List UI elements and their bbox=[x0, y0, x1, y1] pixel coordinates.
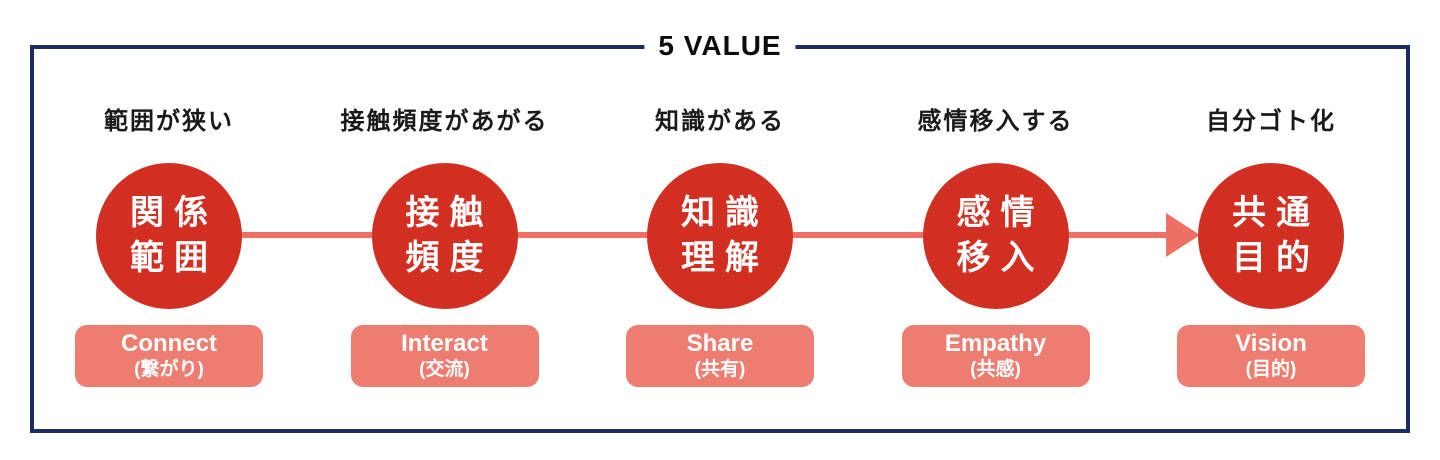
circle-text-line: 関係 bbox=[130, 194, 218, 232]
circle-text-line: 目的 bbox=[1232, 239, 1320, 277]
step-column-5: 自分ゴト化 共通 目的 Vision (目的) bbox=[1176, 49, 1366, 429]
circle-text-line: 頻度 bbox=[405, 239, 494, 277]
step-column-3: 知識がある 知識 理解 Share (共有) bbox=[625, 49, 815, 429]
step-badge: Empathy (共感) bbox=[901, 325, 1090, 387]
circle-text-line: 移入 bbox=[956, 239, 1045, 277]
badge-japanese-label: (繋がり) bbox=[134, 359, 204, 380]
step-circle: 感情 移入 bbox=[922, 163, 1069, 309]
step-column-2: 接触頻度があがる 接触 頻度 Interact (交流) bbox=[341, 49, 547, 429]
step-badge: Vision (目的) bbox=[1177, 325, 1365, 387]
circle-text-line: 範囲 bbox=[130, 239, 218, 277]
badge-japanese-label: (交流) bbox=[419, 359, 470, 380]
step-circle: 共通 目的 bbox=[1198, 163, 1344, 309]
step-condition-label: 範囲が狭い bbox=[104, 108, 234, 135]
diagram-frame: 5 VALUE 範囲が狭い 関係 範囲 Connect (繋がり) 接触頻度があ… bbox=[30, 27, 1410, 433]
step-column-1: 範囲が狭い 関係 範囲 Connect (繋がり) bbox=[74, 49, 264, 429]
step-condition-label: 感情移入する bbox=[917, 108, 1074, 135]
circle-text-line: 接触 bbox=[405, 194, 494, 232]
badge-english-label: Empathy bbox=[944, 330, 1047, 357]
step-circle: 関係 範囲 bbox=[96, 163, 242, 309]
step-badge: Connect (繋がり) bbox=[75, 325, 263, 387]
circle-text-line: 感情 bbox=[956, 194, 1045, 232]
badge-japanese-label: (共感) bbox=[970, 359, 1021, 380]
diagram-title: 5 VALUE bbox=[644, 27, 796, 65]
badge-english-label: Interact bbox=[401, 330, 488, 357]
badge-japanese-label: (目的) bbox=[1245, 359, 1297, 380]
steps-row: 範囲が狭い 関係 範囲 Connect (繋がり) 接触頻度があがる 接触 頻度… bbox=[34, 49, 1406, 429]
badge-english-label: Vision bbox=[1235, 330, 1307, 357]
badge-english-label: Share bbox=[686, 330, 754, 357]
badge-japanese-label: (共有) bbox=[694, 359, 746, 380]
circle-text-line: 理解 bbox=[681, 239, 769, 277]
step-condition-label: 自分ゴト化 bbox=[1206, 108, 1336, 135]
step-badge: Share (共有) bbox=[626, 325, 814, 387]
badge-english-label: Connect bbox=[121, 330, 217, 357]
step-circle: 知識 理解 bbox=[647, 163, 793, 309]
arrow-right-icon bbox=[1166, 213, 1200, 257]
step-circle: 接触 頻度 bbox=[371, 163, 518, 309]
circle-text-line: 知識 bbox=[681, 194, 769, 232]
step-condition-label: 知識がある bbox=[655, 108, 785, 135]
step-badge: Interact (交流) bbox=[350, 325, 539, 387]
step-condition-label: 接触頻度があがる bbox=[340, 108, 549, 135]
circle-text-line: 共通 bbox=[1232, 194, 1320, 232]
step-column-4: 感情移入する 感情 移入 Empathy (共感) bbox=[901, 49, 1091, 429]
